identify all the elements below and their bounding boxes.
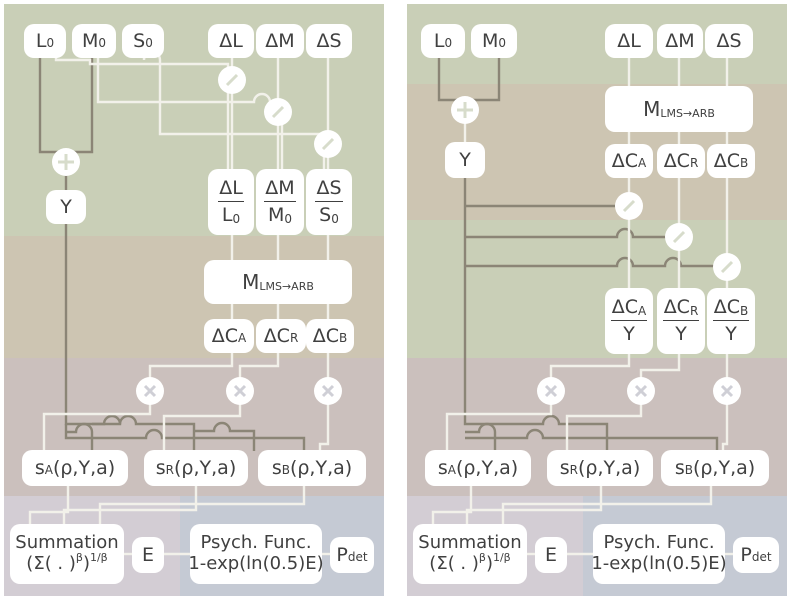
input-delta-S: ΔS — [306, 24, 352, 58]
divide-node-icon — [713, 253, 741, 281]
input-delta-M: ΔM — [657, 24, 703, 58]
summation-box: Summation (Σ( . )β)1/β — [413, 524, 527, 584]
divide-node-icon — [264, 98, 292, 126]
sum-node-icon — [451, 96, 479, 124]
divide-node-icon — [665, 223, 693, 251]
divide-node-icon — [615, 192, 643, 220]
input-delta-L: ΔL — [208, 24, 254, 58]
input-delta-M: ΔM — [256, 24, 304, 58]
luminance-Y: Y — [46, 190, 86, 224]
energy-E: E — [132, 537, 164, 573]
divide-node-icon — [314, 130, 342, 158]
divide-node-icon — [218, 66, 246, 94]
psychometric-function-box: Psych. Func. 1-exp(ln(0.5)E) — [591, 524, 727, 584]
multiply-node-icon — [627, 377, 655, 405]
summation-box: Summation (Σ( . )β)1/β — [10, 524, 124, 584]
multiply-node-icon — [713, 377, 741, 405]
multiply-node-icon — [226, 377, 254, 405]
luminance-Y: Y — [445, 142, 485, 178]
input-delta-L: ΔL — [605, 24, 653, 58]
multiply-node-icon — [537, 377, 565, 405]
multiply-node-icon — [136, 377, 164, 405]
sum-node-icon — [52, 148, 80, 176]
right-wiring — [431, 44, 733, 556]
input-delta-S: ΔS — [705, 24, 753, 58]
energy-E: E — [535, 537, 567, 573]
psychometric-function-box: Psych. Func. 1-exp(ln(0.5)E) — [188, 524, 324, 584]
multiply-node-icon — [314, 377, 342, 405]
